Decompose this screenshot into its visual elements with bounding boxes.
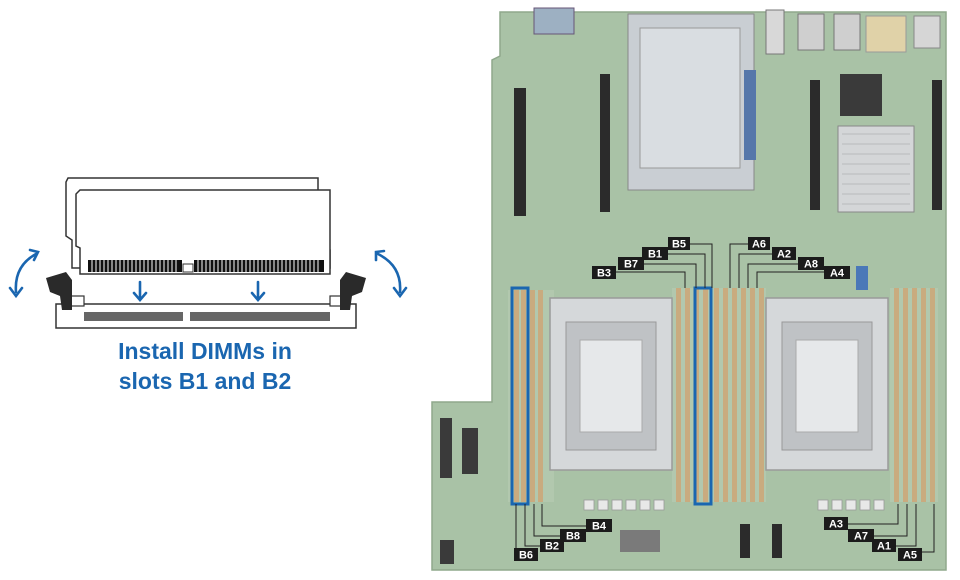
slot-label-b6: B6 bbox=[514, 548, 538, 562]
dimm-module-front bbox=[75, 189, 331, 275]
slot-labels: B5 B1 B7 B3 A6 A2 A8 A4 B4 B8 B2 B6 A3 A… bbox=[514, 237, 922, 562]
slot-label-b8: B8 bbox=[560, 529, 586, 543]
bmc-chip bbox=[840, 74, 882, 116]
slot-label-a5: A5 bbox=[898, 548, 922, 562]
cpu-socket-left bbox=[549, 297, 673, 471]
io-connector bbox=[865, 15, 907, 53]
highlight-slot-b2 bbox=[510, 286, 530, 506]
pcie-slot bbox=[932, 80, 942, 210]
svg-text:B3: B3 bbox=[597, 268, 611, 280]
svg-text:B7: B7 bbox=[624, 259, 638, 271]
dimm-illustration bbox=[8, 177, 408, 329]
dimm-socket bbox=[55, 295, 357, 329]
svg-text:A4: A4 bbox=[830, 268, 845, 280]
slot-label-a8: A8 bbox=[798, 257, 824, 271]
slot-label-b3: B3 bbox=[592, 266, 616, 280]
slot-label-a1: A1 bbox=[872, 539, 896, 553]
svg-text:A8: A8 bbox=[804, 259, 818, 271]
slot-label-b1: B1 bbox=[642, 247, 668, 261]
right-latch bbox=[340, 272, 366, 310]
curved-arrow-icon bbox=[374, 249, 408, 299]
slot-label-a3: A3 bbox=[824, 517, 848, 531]
dimm-contacts bbox=[88, 260, 324, 273]
svg-text:B4: B4 bbox=[592, 521, 607, 533]
left-latch bbox=[46, 272, 72, 310]
instruction-line-1: Install DIMMs in bbox=[118, 338, 292, 364]
slot-label-a7: A7 bbox=[848, 529, 874, 543]
network-port bbox=[833, 13, 861, 51]
dimm-bank-middle bbox=[672, 288, 766, 502]
svg-text:B6: B6 bbox=[519, 550, 533, 562]
connector bbox=[620, 530, 660, 552]
svg-text:A2: A2 bbox=[777, 249, 791, 261]
pcie-slot bbox=[600, 74, 610, 212]
down-arrow-icon bbox=[132, 280, 148, 302]
svg-text:A7: A7 bbox=[854, 531, 868, 543]
connector bbox=[772, 524, 782, 558]
svg-text:B8: B8 bbox=[566, 531, 580, 543]
highlight-slot-b1 bbox=[693, 286, 713, 506]
connector bbox=[462, 428, 478, 474]
slot-label-a2: A2 bbox=[772, 247, 796, 261]
slot-label-b7: B7 bbox=[618, 257, 644, 271]
connector bbox=[740, 524, 750, 558]
svg-text:B5: B5 bbox=[672, 239, 686, 251]
curved-arrow-icon bbox=[8, 248, 40, 299]
connector bbox=[856, 266, 868, 290]
chipset-heatsink bbox=[837, 125, 915, 213]
slot-label-b2: B2 bbox=[540, 539, 564, 553]
motherboard: B5 B1 B7 B3 A6 A2 A8 A4 B4 B8 B2 B6 A3 A… bbox=[431, 7, 947, 571]
io-connector bbox=[913, 15, 941, 49]
pcie-slot bbox=[810, 80, 820, 210]
slot-label-a4: A4 bbox=[824, 266, 850, 280]
dimm-bank-left bbox=[508, 290, 554, 502]
svg-text:A3: A3 bbox=[829, 519, 843, 531]
down-arrow-icon bbox=[250, 280, 266, 302]
usb-port bbox=[765, 9, 785, 55]
svg-text:A6: A6 bbox=[752, 239, 766, 251]
vga-port bbox=[533, 7, 575, 35]
vrm-components bbox=[583, 499, 885, 511]
network-port bbox=[797, 13, 825, 51]
pcie-slot bbox=[514, 88, 526, 216]
connector bbox=[440, 540, 454, 564]
svg-text:B1: B1 bbox=[648, 249, 662, 261]
slot-label-a6: A6 bbox=[748, 237, 770, 251]
cpu-socket-right bbox=[765, 297, 889, 471]
slot-label-b5: B5 bbox=[668, 237, 690, 251]
slot-label-b4: B4 bbox=[586, 519, 612, 533]
dimm-bank-right bbox=[890, 288, 938, 502]
svg-text:B2: B2 bbox=[545, 541, 559, 553]
svg-text:A1: A1 bbox=[877, 541, 891, 553]
svg-text:A5: A5 bbox=[903, 550, 917, 562]
connector bbox=[440, 418, 452, 478]
instruction-line-2: slots B1 and B2 bbox=[118, 368, 292, 394]
